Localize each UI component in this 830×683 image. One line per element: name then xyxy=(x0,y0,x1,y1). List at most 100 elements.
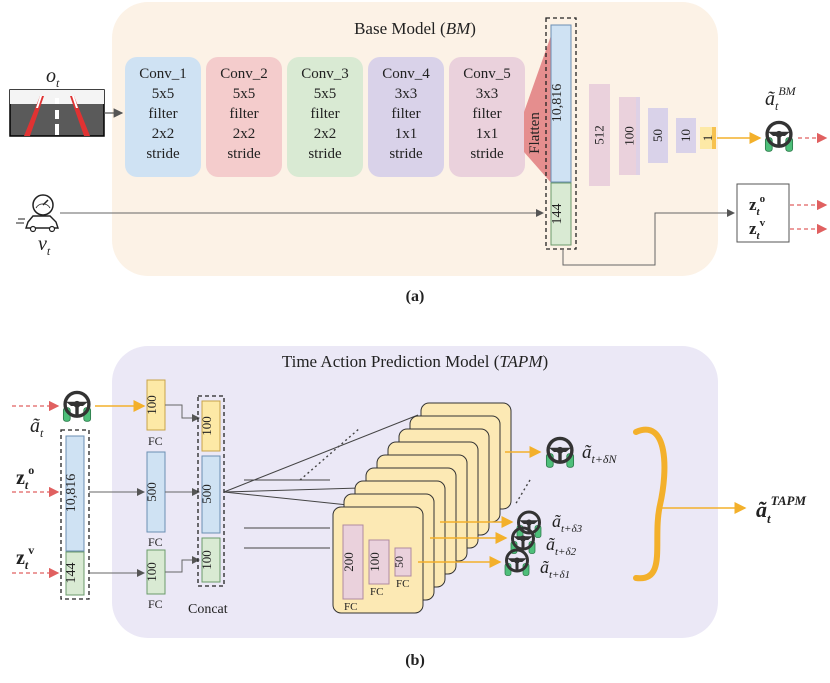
fc-layer-edge xyxy=(664,108,668,163)
concat-action xyxy=(201,400,221,452)
conv-layer-stride-label: stride xyxy=(146,146,180,162)
feat-v-label: ztv xyxy=(749,217,766,242)
fc-to-concat-3 xyxy=(165,556,200,573)
input-flat-label: 10,816 xyxy=(64,474,79,513)
conv-layer-kernel-label: filter xyxy=(229,106,258,122)
conv-layer-name: Conv_3 xyxy=(301,66,349,82)
fc-layer: 100 xyxy=(619,97,640,175)
in-zo-label: zto xyxy=(16,463,34,492)
speedometer-icon xyxy=(32,194,54,216)
head-fc-200-label: 200 xyxy=(341,552,356,572)
pred-N-label: ãt+δN xyxy=(582,442,618,466)
concat-obs xyxy=(201,455,221,534)
fc-layer-box xyxy=(589,84,610,186)
conv-layer-stride-label: stride xyxy=(389,146,423,162)
conv-layer-stride: 2x2 xyxy=(314,126,337,142)
fc-action-caption: FC xyxy=(148,434,163,448)
input-obs-label: ot xyxy=(46,65,60,90)
conv-layer-kernel: 3x3 xyxy=(476,86,499,102)
conv-layer-stride: 1x1 xyxy=(395,126,418,142)
conv-layer-name: Conv_1 xyxy=(139,66,187,82)
conv-layer-box xyxy=(368,57,444,177)
car-icon xyxy=(16,215,59,233)
conv-layer-kernel: 3x3 xyxy=(395,86,418,102)
steering-wheel-icon xyxy=(763,120,795,154)
panel-a-caption: (a) xyxy=(406,288,425,305)
conv-layer-box xyxy=(125,57,201,177)
input-speed-label: 144 xyxy=(64,563,79,584)
fc-action-label: 100 xyxy=(144,395,159,415)
fc-layer-box xyxy=(648,108,668,163)
conv-layer-kernel-label: filter xyxy=(391,106,420,122)
conv-layer: Conv_1 5x5 filter 2x2 stride xyxy=(125,57,201,177)
feat-o-label: zto xyxy=(749,193,766,218)
fc-layer: 512 xyxy=(589,84,610,186)
concat-caption: Concat xyxy=(188,602,228,617)
head-fc-200-caption: FC xyxy=(344,601,357,613)
speed-vector xyxy=(550,182,572,246)
panel-a-title: Base Model (BM) xyxy=(354,19,476,38)
fc-layer: 50 xyxy=(648,108,668,163)
conv-layer-box xyxy=(206,57,282,177)
pred-1-label: ãt+δ1 xyxy=(540,557,570,581)
panel-b-caption: (b) xyxy=(405,652,425,669)
aggregation-brace xyxy=(633,426,668,582)
fc-speed-label: 100 xyxy=(144,562,159,582)
panel-a: Base Model (BM) ot Conv_1 5x5 filter 2x2 str… xyxy=(9,2,828,305)
pred-3-label: ãt+δ3 xyxy=(552,511,583,535)
fc-layer-box xyxy=(619,97,640,175)
in-action-label: ãt xyxy=(30,415,44,440)
concat-outline xyxy=(197,395,225,587)
road-image xyxy=(9,89,105,137)
fc-layer: 1 xyxy=(700,127,716,149)
conv-layer: Conv_4 3x3 filter 1x1 stride xyxy=(368,57,444,177)
conv-layer-stride-label: stride xyxy=(470,146,504,162)
conv-layer-kernel-label: filter xyxy=(310,106,339,122)
flat-vector-label: 10,816 xyxy=(550,84,565,123)
concat-speed-label: 100 xyxy=(199,550,214,570)
fc-layer-edge xyxy=(692,118,696,153)
input-speed-label: vt xyxy=(38,233,51,258)
fc-to-concat-1 xyxy=(165,404,200,422)
head-fc-100-caption: FC xyxy=(370,586,383,598)
conv-layer-stride-label: stride xyxy=(227,146,261,162)
conv-layer-kernel-label: filter xyxy=(148,106,177,122)
conv-layer-name: Conv_4 xyxy=(382,66,430,82)
flat-vector xyxy=(550,24,572,183)
fan-lines xyxy=(223,414,419,549)
fc-layer-label: 1 xyxy=(700,135,715,142)
conv-layer-stride: 2x2 xyxy=(233,126,256,142)
panel-b-title: Time Action Prediction Model (TAPM) xyxy=(282,352,548,371)
fc-speed-caption: FC xyxy=(148,597,163,611)
conv-layer-box xyxy=(287,57,363,177)
bm-output-label: ãtBM xyxy=(765,84,797,113)
panel-b: Time Action Prediction Model (TAPM) ãt z… xyxy=(12,346,806,669)
fan-dots xyxy=(299,427,361,481)
head-fc-50-label: 50 xyxy=(392,556,406,568)
conv-layer-stride: 2x2 xyxy=(152,126,175,142)
features-box xyxy=(736,183,790,243)
fc-obs-label: 500 xyxy=(144,482,159,502)
conv-layer-stride: 1x1 xyxy=(476,126,499,142)
conv-layer-name: Conv_5 xyxy=(463,66,511,82)
fc-layer-edge xyxy=(606,84,610,186)
flatten-label: Flatten xyxy=(527,112,543,154)
head-fc-200 xyxy=(342,524,364,600)
fc-layer-label: 50 xyxy=(650,129,665,142)
head-fc-50 xyxy=(394,547,412,577)
conv-layer-name: Conv_2 xyxy=(220,66,268,82)
fc-layer-edge xyxy=(636,97,640,175)
feature-route xyxy=(562,209,735,266)
concat-action-label: 100 xyxy=(199,416,214,436)
head-fc-50-caption: FC xyxy=(396,578,409,590)
conv-layer-kernel: 5x5 xyxy=(152,86,175,102)
head-fc-100 xyxy=(368,539,390,585)
conv-layer-kernel: 5x5 xyxy=(233,86,256,102)
conv-layer-stride-label: stride xyxy=(308,146,342,162)
input-vector-outline xyxy=(60,429,90,600)
conv-layer: Conv_2 5x5 filter 2x2 stride xyxy=(206,57,282,177)
pred-2-label: ãt+δ2 xyxy=(546,534,577,558)
speed-vector-label: 144 xyxy=(550,204,565,225)
